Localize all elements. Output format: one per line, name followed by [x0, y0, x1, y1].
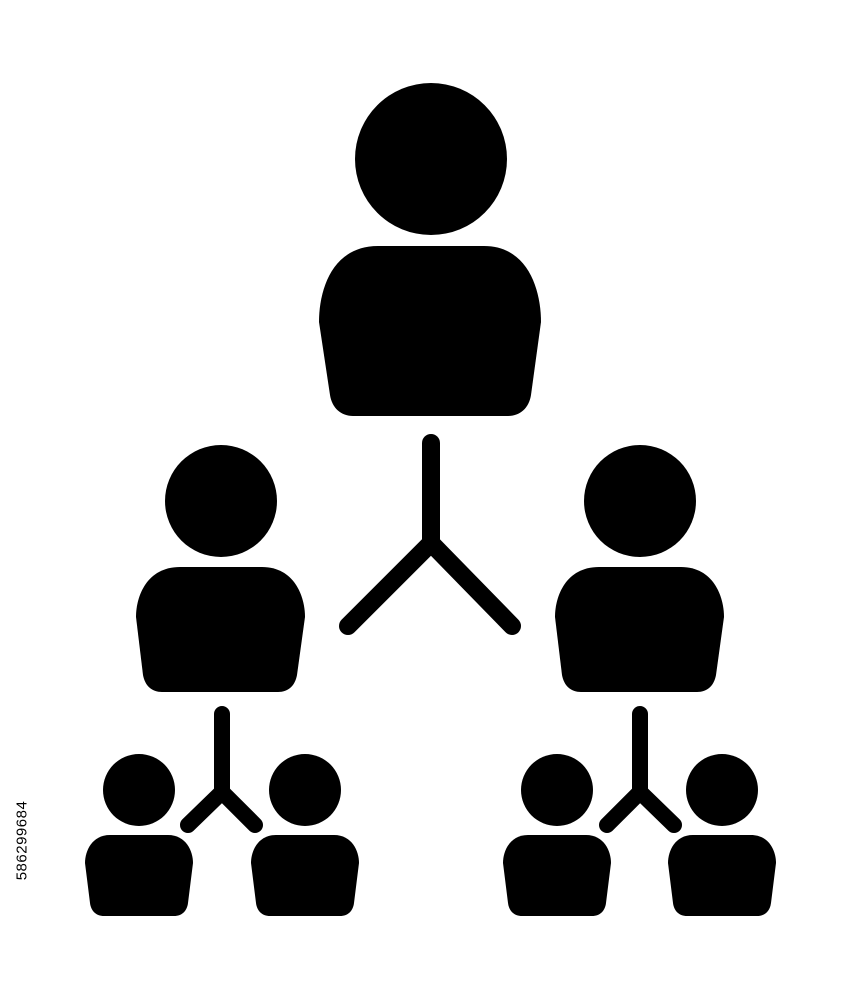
bottom-person-4-icon [668, 754, 776, 916]
right-connector [599, 706, 682, 833]
middle-left-person-body [136, 567, 305, 692]
bottom-person-2-body [251, 835, 359, 916]
bottom-person-1-body [85, 835, 193, 916]
bottom-person-1-icon [85, 754, 193, 916]
bottom-person-3-head [521, 754, 593, 826]
left-connector [180, 706, 263, 833]
middle-left-person-icon [136, 445, 305, 692]
top-person-icon [319, 83, 541, 416]
middle-right-person-head [584, 445, 696, 557]
bottom-person-2-head [269, 754, 341, 826]
middle-left-person-head [165, 445, 277, 557]
bottom-person-1-head [103, 754, 175, 826]
stock-id-text: 586299684 [13, 800, 31, 880]
top-person-head [355, 83, 507, 235]
top-person-body [319, 246, 541, 416]
top-connector [339, 434, 521, 635]
stock-id-label: 586299684 [6, 755, 38, 925]
middle-right-person-icon [555, 445, 724, 692]
bottom-person-3-icon [503, 754, 611, 916]
bottom-person-2-icon [251, 754, 359, 916]
bottom-person-3-body [503, 835, 611, 916]
middle-right-person-body [555, 567, 724, 692]
bottom-person-4-head [686, 754, 758, 826]
bottom-person-4-body [668, 835, 776, 916]
